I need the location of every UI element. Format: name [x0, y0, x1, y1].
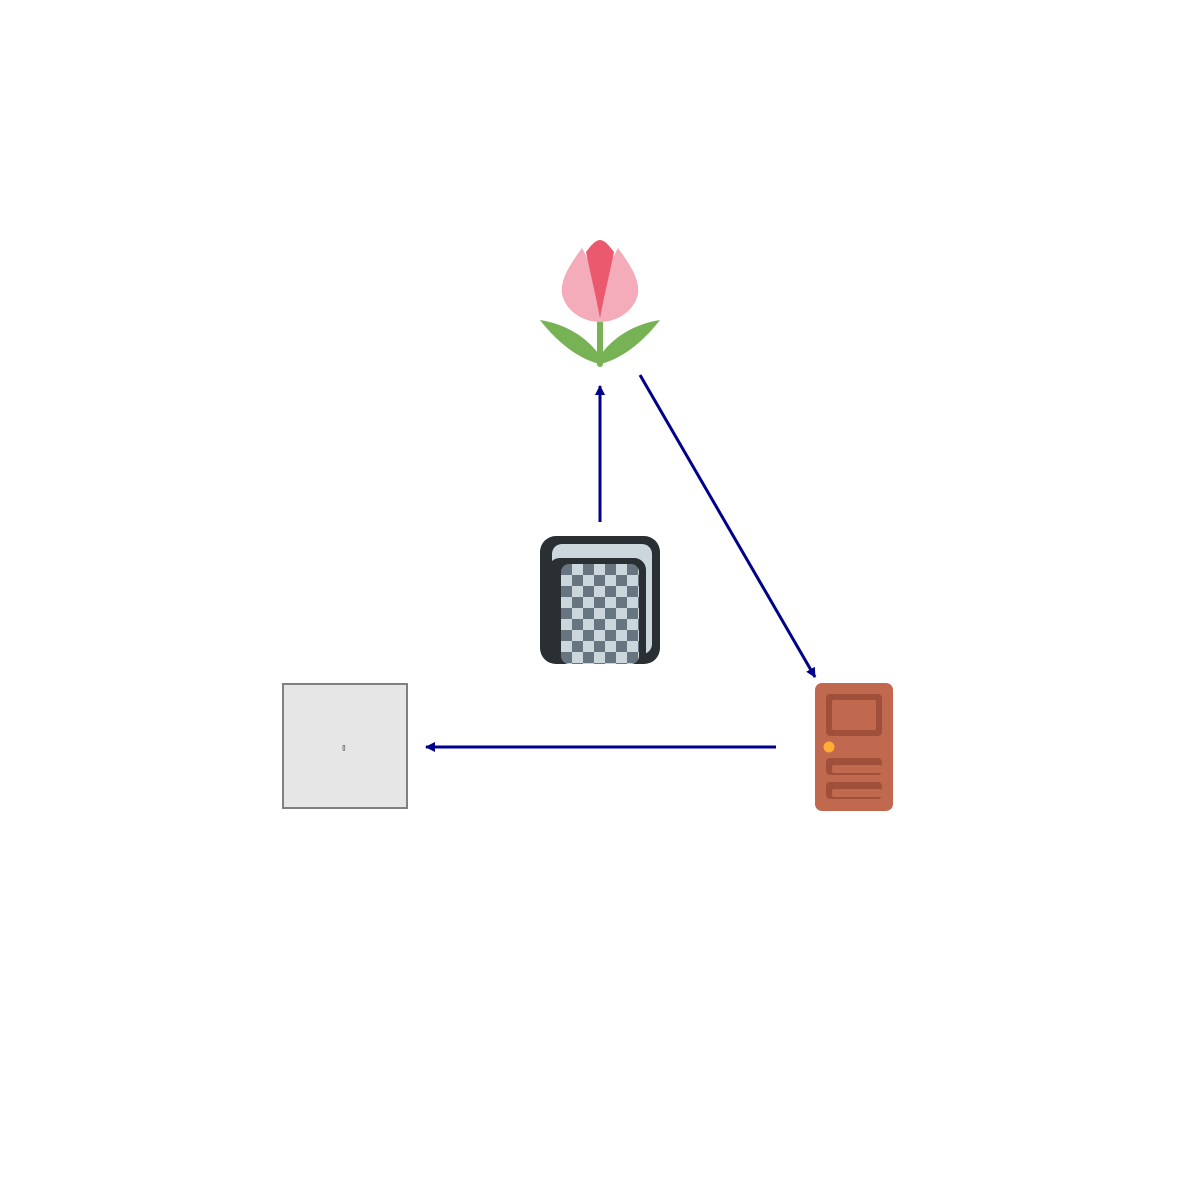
- missing-image-icon: ▯: [282, 683, 408, 809]
- notebook-checkered-icon: [540, 536, 660, 664]
- tulip-icon: [540, 240, 660, 367]
- door-icon: [815, 683, 893, 811]
- placeholder-glyph: ▯: [342, 743, 347, 752]
- arrow-tulip-to-door: [638, 374, 817, 678]
